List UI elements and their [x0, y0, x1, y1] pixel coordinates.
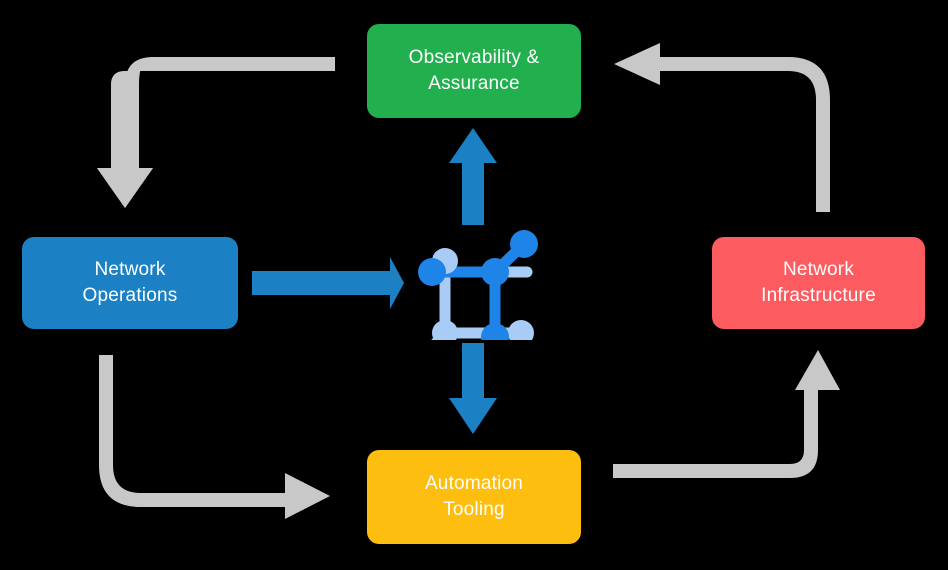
node-network-operations[interactable]: Network Operations	[22, 237, 238, 329]
arrow-hub-to-observability	[449, 128, 497, 225]
topology-dark-nodes	[418, 230, 538, 340]
arrow-infrastructure-to-observability	[614, 43, 830, 212]
node-label: Network Infrastructure	[761, 259, 876, 306]
arrow-hub-to-automation	[449, 343, 497, 434]
arrow-observability-to-ops	[97, 57, 335, 208]
arrow-automation-to-infrastructure	[613, 350, 840, 478]
node-label: Observability & Assurance	[408, 47, 540, 94]
node-label: Automation Tooling	[424, 473, 524, 520]
node-network-infrastructure[interactable]: Network Infrastructure	[712, 237, 925, 329]
arrow-ops-to-hub	[252, 257, 404, 309]
arrow-ops-to-automation	[99, 355, 330, 519]
network-topology-icon	[418, 230, 538, 340]
node-automation-tooling[interactable]: Automation Tooling	[367, 450, 581, 544]
node-observability-assurance[interactable]: Observability & Assurance	[367, 24, 581, 118]
node-label: Network Operations	[82, 259, 178, 306]
